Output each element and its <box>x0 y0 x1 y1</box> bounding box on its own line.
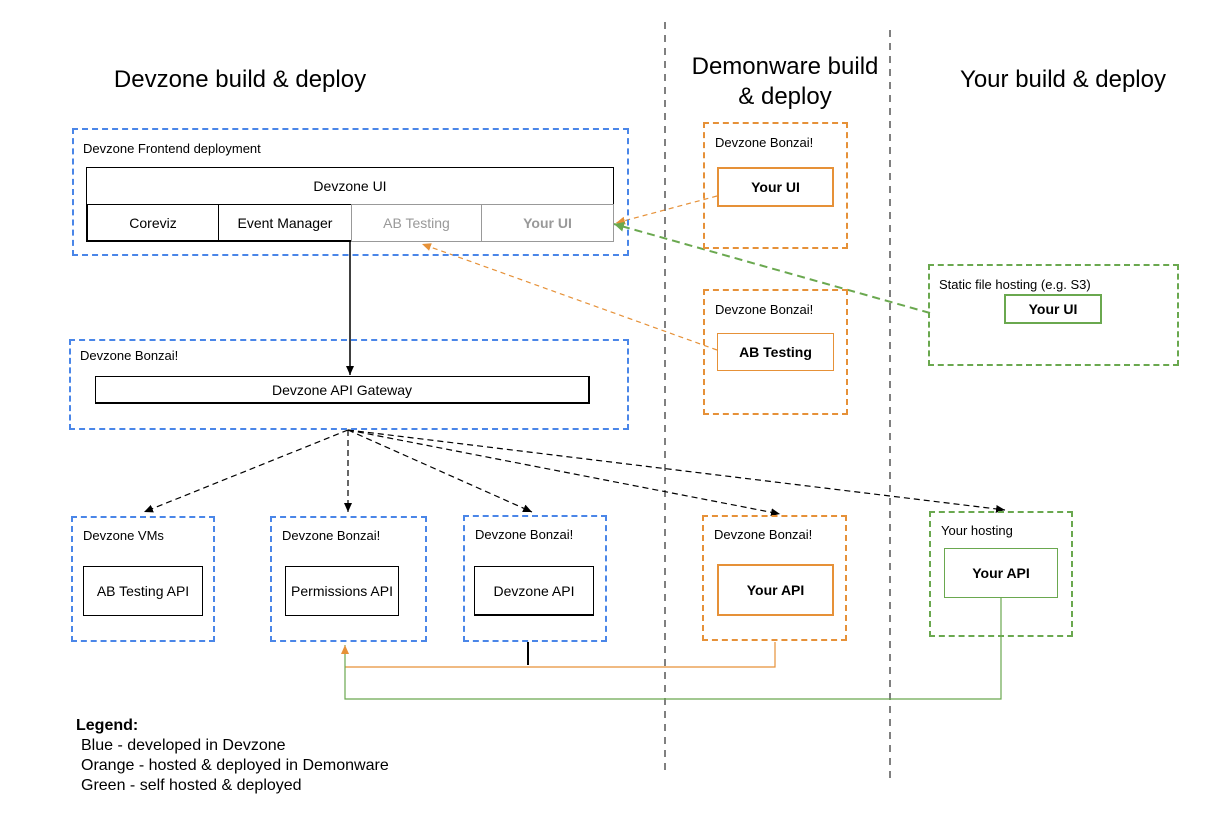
arrow-demonware-ab-to-frontend <box>421 243 718 351</box>
demonware-ui-group-label: Devzone Bonzai! <box>715 135 814 150</box>
line-green-return <box>341 598 1002 700</box>
gateway-group: Devzone Bonzai! <box>69 339 629 430</box>
devzone-vms-group: Devzone VMs <box>71 516 215 642</box>
permissions-group: Devzone Bonzai! <box>270 516 427 642</box>
heading-yours: Your build & deploy <box>960 66 1166 93</box>
your-hosting-group-label: Your hosting <box>941 523 1013 538</box>
arrow-static-to-frontend <box>613 221 931 314</box>
demonware-ab-testing-box: AB Testing <box>717 333 834 371</box>
cell-event-manager: Event Manager <box>218 204 352 242</box>
static-hosting-group-label: Static file hosting (e.g. S3) <box>939 277 1091 292</box>
legend-blue: Blue - developed in Devzone <box>81 737 286 754</box>
demonware-your-ui-box: Your UI <box>717 167 834 207</box>
frontend-group-label: Devzone Frontend deployment <box>83 141 261 156</box>
demonware-ab-group: Devzone Bonzai! <box>703 289 848 415</box>
legend-orange: Orange - hosted & deployed in Demonware <box>81 757 389 774</box>
permissions-group-label: Devzone Bonzai! <box>282 528 381 543</box>
devzone-api-group-label: Devzone Bonzai! <box>475 527 574 542</box>
arrow-gateway-to-devzone-api <box>347 429 533 513</box>
gateway-group-label: Devzone Bonzai! <box>80 348 179 363</box>
demonware-ab-group-label: Devzone Bonzai! <box>715 302 814 317</box>
demonware-api-group-label: Devzone Bonzai! <box>714 527 813 542</box>
arrow-demonware-ui-to-frontend <box>615 195 718 225</box>
arrow-gateway-to-vms <box>143 429 349 513</box>
devzone-api-box: Devzone API <box>474 566 594 616</box>
devzone-vms-group-label: Devzone VMs <box>83 528 164 543</box>
line-orange-return <box>345 642 776 668</box>
your-hosting-group: Your hosting <box>929 511 1073 637</box>
static-your-ui-box: Your UI <box>1004 294 1102 324</box>
demonware-api-group: Devzone Bonzai! <box>702 515 847 641</box>
your-hosting-api-box: Your API <box>944 548 1058 598</box>
heading-demonware: Demonware build & deploy <box>691 53 879 110</box>
static-hosting-group: Static file hosting (e.g. S3) <box>928 264 1179 366</box>
frontend-group: Devzone Frontend deployment <box>72 128 629 256</box>
legend: Legend: Blue - developed in Devzone Oran… <box>76 716 389 796</box>
demonware-ui-group: Devzone Bonzai! <box>703 122 848 249</box>
legend-title: Legend: <box>76 717 139 734</box>
devzone-ui-box: Devzone UI <box>86 167 614 205</box>
cell-coreviz: Coreviz <box>86 204 219 242</box>
cell-your-ui: Your UI <box>481 204 614 242</box>
legend-green: Green - self hosted & deployed <box>81 777 302 794</box>
heading-devzone: Devzone build & deploy <box>113 66 367 93</box>
arrow-gateway-to-demonware-api <box>347 429 781 517</box>
demonware-your-api-box: Your API <box>717 564 834 616</box>
permissions-api-box: Permissions API <box>285 566 399 616</box>
devzone-api-group: Devzone Bonzai! <box>463 515 607 642</box>
arrow-gateway-to-your-hosting <box>347 429 1006 513</box>
cell-ab-testing: AB Testing <box>351 204 482 242</box>
ab-testing-api-box: AB Testing API <box>83 566 203 616</box>
api-gateway-box: Devzone API Gateway <box>95 376 590 404</box>
